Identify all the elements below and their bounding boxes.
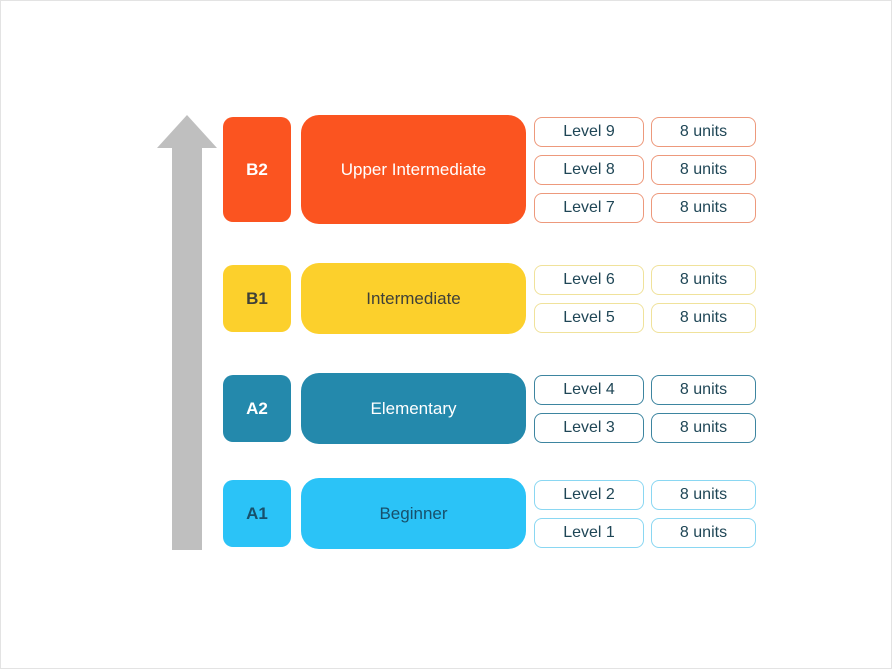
level-name-block-beginner: Beginner: [301, 478, 526, 549]
level-code-badge-a2: A2: [223, 375, 291, 442]
levels-column-b1: Level 6 8 units Level 5 8 units: [534, 263, 891, 334]
units-pill-level-1: 8 units: [651, 517, 756, 548]
level-code-badge-b2: B2: [223, 117, 291, 222]
level-row: Level 4 8 units: [534, 374, 891, 405]
level-name-block-elementary: Elementary: [301, 373, 526, 444]
arrow-shaft: [172, 147, 202, 550]
units-pill-level-6: 8 units: [651, 264, 756, 295]
level-pill-9: Level 9: [534, 116, 644, 147]
units-pill-level-5: 8 units: [651, 302, 756, 333]
level-code-badge-a1: A1: [223, 480, 291, 547]
level-row: Level 8 8 units: [534, 154, 891, 185]
group-a2: A2 Elementary Level 4 8 units Level 3 8 …: [1, 373, 891, 444]
levels-column-a1: Level 2 8 units Level 1 8 units: [534, 478, 891, 549]
level-row: Level 7 8 units: [534, 192, 891, 223]
level-pill-4: Level 4: [534, 374, 644, 405]
level-pill-1: Level 1: [534, 517, 644, 548]
units-pill-level-8: 8 units: [651, 154, 756, 185]
level-pill-7: Level 7: [534, 192, 644, 223]
level-name-block-intermediate: Intermediate: [301, 263, 526, 334]
levels-column-b2: Level 9 8 units Level 8 8 units Level 7 …: [534, 115, 891, 224]
level-pill-5: Level 5: [534, 302, 644, 333]
level-row: Level 5 8 units: [534, 302, 891, 333]
level-pill-3: Level 3: [534, 412, 644, 443]
units-pill-level-7: 8 units: [651, 192, 756, 223]
level-row: Level 3 8 units: [534, 412, 891, 443]
units-pill-level-2: 8 units: [651, 479, 756, 510]
level-name-block-upper-intermediate: Upper Intermediate: [301, 115, 526, 224]
level-pill-2: Level 2: [534, 479, 644, 510]
units-pill-level-3: 8 units: [651, 412, 756, 443]
level-row: Level 9 8 units: [534, 116, 891, 147]
level-pill-8: Level 8: [534, 154, 644, 185]
units-pill-level-9: 8 units: [651, 116, 756, 147]
group-a1: A1 Beginner Level 2 8 units Level 1 8 un…: [1, 478, 891, 549]
level-row: Level 2 8 units: [534, 479, 891, 510]
levels-column-a2: Level 4 8 units Level 3 8 units: [534, 373, 891, 444]
arrow-head: [157, 115, 217, 148]
level-row: Level 6 8 units: [534, 264, 891, 295]
level-pill-6: Level 6: [534, 264, 644, 295]
level-row: Level 1 8 units: [534, 517, 891, 548]
level-code-badge-b1: B1: [223, 265, 291, 332]
group-b2: B2 Upper Intermediate Level 9 8 units Le…: [1, 115, 891, 224]
group-b1: B1 Intermediate Level 6 8 units Level 5 …: [1, 263, 891, 334]
units-pill-level-4: 8 units: [651, 374, 756, 405]
